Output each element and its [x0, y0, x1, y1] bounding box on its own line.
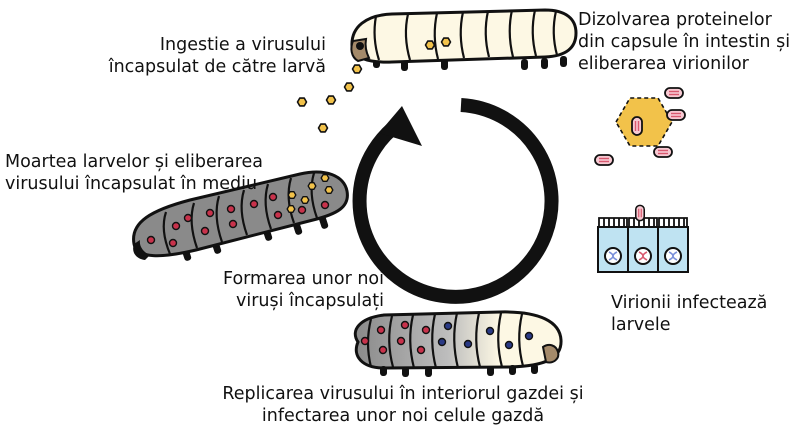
- larva-icon: [351, 10, 576, 71]
- cell-nuclei: [605, 248, 681, 264]
- epithelial-cells-icon: [598, 205, 688, 272]
- hexagon-icon: [298, 98, 307, 106]
- rod-virion-icon: [667, 110, 685, 120]
- formation-label: Formarea unor noi viruși încapsulați: [223, 268, 384, 312]
- rod-virion-icon: [595, 155, 613, 165]
- ingestion-label: Ingestie a virusului încapsulat de către…: [109, 34, 326, 78]
- rod-virion-icon: [665, 88, 683, 98]
- hexagon-icon: [345, 83, 354, 91]
- rod-virion-icon: [636, 205, 645, 220]
- replication-label: Replicarea virusului în interiorul gazde…: [203, 383, 603, 427]
- death-label: Moartea larvelor și eliberarea virusului…: [5, 151, 263, 195]
- dissolution-label: Dizolvarea proteinelor din capsule în in…: [578, 9, 790, 75]
- hexagon-icon: [353, 65, 362, 73]
- larva-icon: [355, 312, 561, 377]
- larva-head: [543, 345, 558, 362]
- dissolving-capsule: [595, 88, 685, 165]
- infection-label: Virionii infectează larvele: [611, 292, 767, 336]
- hexagon-icon: [327, 96, 336, 104]
- rod-virion-icon: [632, 117, 642, 135]
- hexagon-icon: [319, 124, 328, 132]
- circular-arrow-icon: [360, 105, 552, 297]
- rod-virion-icon: [654, 147, 672, 157]
